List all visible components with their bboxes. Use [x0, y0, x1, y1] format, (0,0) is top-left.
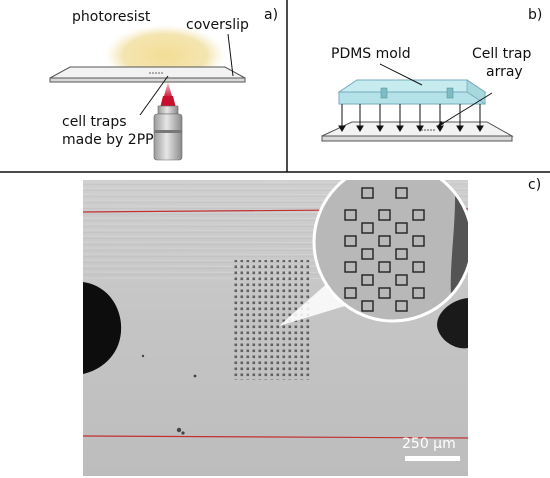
traps-label-line1: cell traps	[62, 114, 127, 130]
panel-c-letter: c)	[528, 177, 542, 193]
panel-b-illustration	[321, 63, 514, 142]
array-leader	[436, 92, 493, 128]
cell-trap-array-label-line2: array	[486, 64, 523, 80]
scale-bar-label: 250 μm	[402, 436, 456, 452]
trap-array	[233, 260, 311, 380]
debris	[141, 354, 197, 435]
zoom-connector	[279, 280, 345, 326]
zoomed-traps	[344, 187, 425, 312]
laser-beam	[164, 82, 172, 96]
coverslip-edge	[49, 77, 246, 83]
pdms-mold-top	[337, 79, 487, 93]
objective-body	[153, 113, 183, 161]
cell-trap-array-label-line1: Cell trap	[472, 46, 532, 62]
coverslip-leader	[227, 33, 234, 77]
scale-bar	[405, 456, 460, 461]
pdms-mold-side	[466, 79, 486, 105]
panel-a-illustration	[49, 25, 246, 161]
photoresist-label: photoresist	[72, 9, 151, 25]
written-traps	[149, 72, 163, 74]
cell-trap-array	[421, 129, 435, 131]
coverslip-label: coverslip	[186, 17, 249, 33]
dark-inlet-left	[83, 282, 122, 374]
coverslip-top	[49, 66, 246, 79]
traps-leader	[139, 75, 169, 116]
slide-edge	[321, 135, 513, 142]
pdms-mold-front	[338, 91, 486, 105]
slide-top	[321, 121, 514, 137]
laser-cone	[160, 96, 176, 108]
dark-region-right	[437, 298, 468, 349]
micrograph	[83, 180, 468, 476]
traps-label-line2: made by 2PP	[62, 132, 154, 148]
mold-leader	[379, 63, 423, 86]
objective-top	[157, 105, 179, 115]
panel-b-letter: b)	[528, 7, 543, 23]
channel-line-bottom	[83, 435, 468, 439]
pdms-mold-label: PDMS mold	[331, 46, 411, 62]
panel-a-letter: a)	[264, 7, 279, 23]
